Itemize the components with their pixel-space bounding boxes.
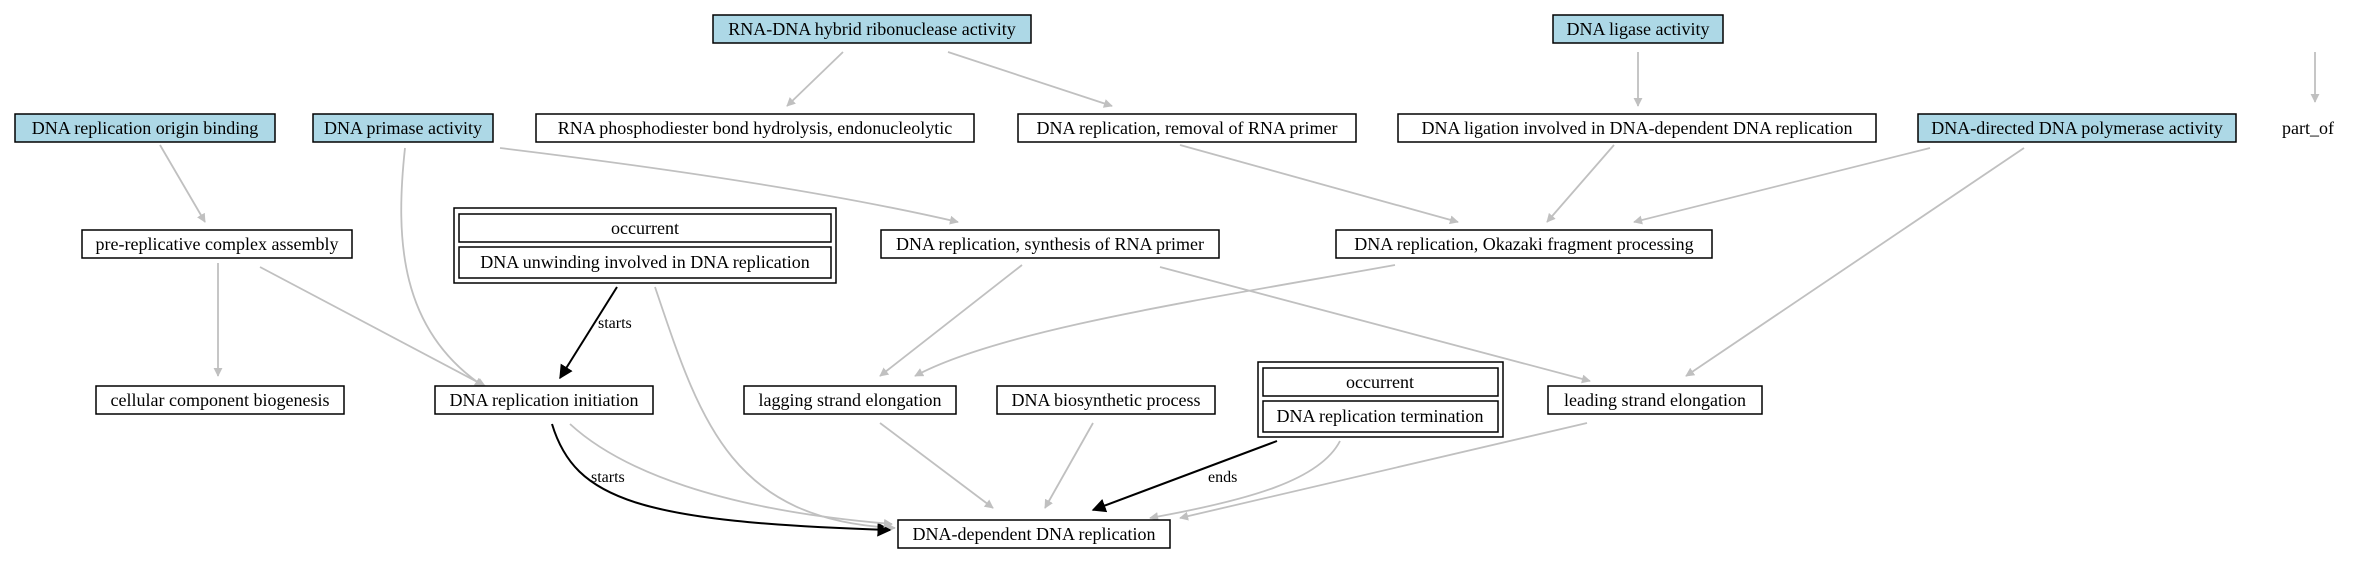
- edge-rnadna-to-phosphodiester: [786, 51, 844, 107]
- edge-polymerase-to-leading: [1685, 147, 2025, 377]
- svg-text:DNA ligation involved in DNA-d: DNA ligation involved in DNA-dependent D…: [1422, 118, 1853, 138]
- node-dna-directed-dna-polymerase-activity[interactable]: DNA-directed DNA polymerase activity: [1917, 113, 2237, 143]
- edge-okazaki-to-lagging: [914, 264, 1396, 377]
- occurrent-header-termination: occurrent: [1346, 372, 1414, 392]
- edge-termination-to-dna-dependent: [1149, 440, 1341, 521]
- edge-synthesis-to-leading: [1159, 266, 1591, 384]
- svg-text:DNA-dependent DNA replication: DNA-dependent DNA replication: [913, 524, 1156, 544]
- edges: [159, 51, 2320, 537]
- node-lagging-strand-elongation[interactable]: lagging strand elongation: [743, 385, 957, 415]
- node-dna-dependent-dna-replication[interactable]: DNA-dependent DNA replication: [897, 519, 1171, 549]
- edge-label-starts-unwinding: starts: [598, 315, 632, 332]
- node-cellular-component-biogenesis[interactable]: cellular component biogenesis: [95, 385, 345, 415]
- edge-label-ends-termination: ends: [1208, 469, 1237, 486]
- node-leading-strand-elongation[interactable]: leading strand elongation: [1547, 385, 1763, 415]
- occurrent-label-termination: DNA replication termination: [1277, 406, 1484, 426]
- occurrent-label-unwinding: DNA unwinding involved in DNA replicatio…: [480, 252, 809, 272]
- svg-text:DNA replication, removal of RN: DNA replication, removal of RNA primer: [1037, 118, 1338, 138]
- edge-labels: starts starts ends: [591, 315, 1237, 486]
- node-synthesis-of-rna-primer[interactable]: DNA replication, synthesis of RNA primer: [880, 229, 1220, 259]
- node-dna-primase-activity[interactable]: DNA primase activity: [312, 113, 494, 143]
- edge-biosynthetic-to-dna-dependent: [1044, 422, 1094, 509]
- svg-text:DNA replication, Okazaki fragm: DNA replication, Okazaki fragment proces…: [1354, 234, 1693, 254]
- node-rna-dna-hybrid-ribonuclease[interactable]: RNA-DNA hybrid ribonuclease activity: [712, 14, 1032, 44]
- svg-text:DNA primase activity: DNA primase activity: [324, 118, 482, 138]
- svg-text:RNA phosphodiester bond hydrol: RNA phosphodiester bond hydrolysis, endo…: [558, 118, 952, 138]
- node-dna-biosynthetic-process[interactable]: DNA biosynthetic process: [996, 385, 1216, 415]
- node-rna-phosphodiester-bond-hydrolysis[interactable]: RNA phosphodiester bond hydrolysis, endo…: [535, 113, 975, 143]
- node-occurrent-dna-unwinding[interactable]: occurrent DNA unwinding involved in DNA …: [453, 207, 837, 284]
- node-dna-ligase-activity[interactable]: DNA ligase activity: [1552, 14, 1724, 44]
- edge-synthesis-to-lagging: [879, 264, 1023, 377]
- edge-polymerase-to-okazaki: [1633, 147, 1931, 225]
- node-occurrent-dna-replication-termination[interactable]: occurrent DNA replication termination: [1257, 361, 1504, 438]
- edge-prereplicative-to-initiation: [259, 266, 486, 387]
- node-okazaki-fragment-processing[interactable]: DNA replication, Okazaki fragment proces…: [1335, 229, 1713, 259]
- edge-ligation-to-okazaki: [1546, 144, 1615, 223]
- edge-initiation-to-dna-dependent: [569, 423, 893, 528]
- svg-text:cellular component biogenesis: cellular component biogenesis: [111, 390, 330, 410]
- edge-unwinding-starts-initiation[interactable]: [559, 286, 618, 380]
- svg-text:DNA replication, synthesis of: DNA replication, synthesis of RNA primer: [896, 234, 1204, 254]
- legend-part-of-label: part_of: [2282, 118, 2334, 138]
- edge-initiation-starts-dna-dependent[interactable]: [551, 423, 892, 537]
- edge-primase-to-initiation: [400, 147, 484, 387]
- svg-text:DNA replication initiation: DNA replication initiation: [450, 390, 639, 410]
- svg-text:DNA-directed DNA polymerase ac: DNA-directed DNA polymerase activity: [1931, 118, 2222, 138]
- svg-text:DNA replication origin binding: DNA replication origin binding: [32, 118, 258, 138]
- edge-label-starts-initiation: starts: [591, 469, 625, 486]
- svg-text:RNA-DNA hybrid ribonuclease ac: RNA-DNA hybrid ribonuclease activity: [728, 19, 1015, 39]
- svg-text:DNA biosynthetic process: DNA biosynthetic process: [1012, 390, 1201, 410]
- node-dna-replication-origin-binding[interactable]: DNA replication origin binding: [14, 113, 276, 143]
- edge-rnadna-to-removal: [947, 51, 1113, 108]
- edge-unwinding-to-dna-dependent: [654, 286, 896, 533]
- edge-primase-to-synthesis: [499, 147, 959, 225]
- edge-lagging-to-dna-dependent: [879, 422, 994, 509]
- edge-leading-to-dna-dependent: [1179, 422, 1588, 521]
- svg-text:pre-replicative complex assemb: pre-replicative complex assembly: [96, 234, 339, 254]
- svg-text:leading strand elongation: leading strand elongation: [1564, 390, 1746, 410]
- edge-removal-to-okazaki: [1179, 144, 1459, 225]
- edge-origin-to-prereplicative: [159, 144, 206, 223]
- node-pre-replicative-complex-assembly[interactable]: pre-replicative complex assembly: [81, 229, 353, 259]
- node-dna-replication-initiation[interactable]: DNA replication initiation: [434, 385, 654, 415]
- svg-text:lagging strand elongation: lagging strand elongation: [759, 390, 942, 410]
- node-dna-ligation-involved-in-replication[interactable]: DNA ligation involved in DNA-dependent D…: [1397, 113, 1877, 143]
- svg-text:DNA ligase activity: DNA ligase activity: [1567, 19, 1710, 39]
- occurrent-header-unwinding: occurrent: [611, 218, 679, 238]
- node-removal-of-rna-primer[interactable]: DNA replication, removal of RNA primer: [1017, 113, 1357, 143]
- edge-termination-ends-dna-dependent[interactable]: [1091, 440, 1278, 513]
